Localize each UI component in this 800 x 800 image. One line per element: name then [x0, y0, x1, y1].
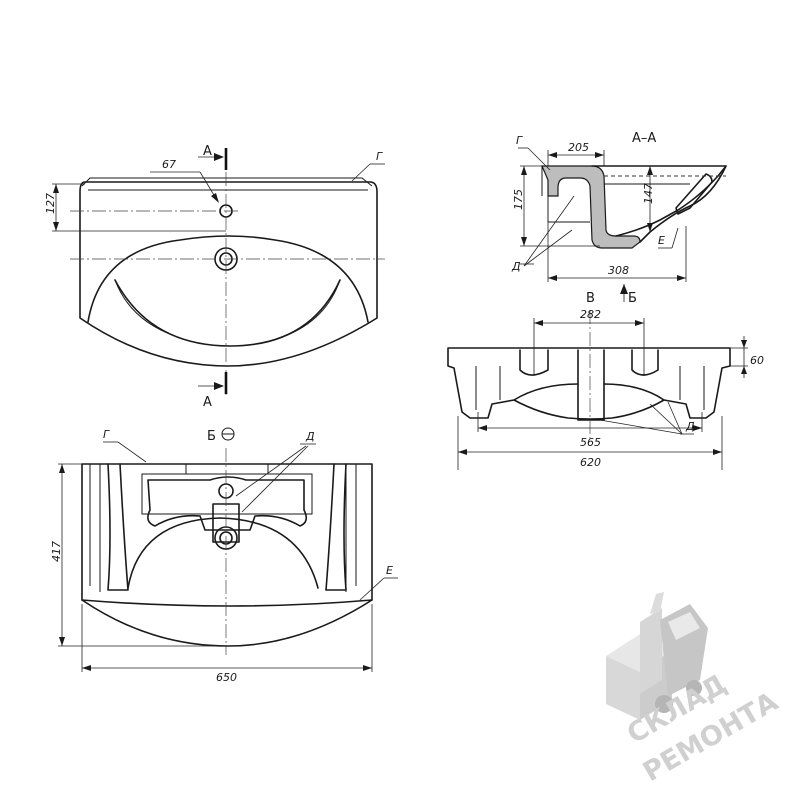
section-label-a-top: А [203, 144, 212, 159]
dim-417: 417 [50, 541, 63, 562]
dim-282: 282 [580, 308, 601, 321]
dim-147: 147 [642, 183, 655, 204]
side-view [447, 284, 748, 470]
section-label-a-bottom: А [203, 395, 212, 410]
dim-60: 60 [750, 354, 764, 367]
dim-175: 175 [512, 189, 525, 210]
dim-127: 127 [44, 193, 57, 214]
top-view [52, 148, 385, 395]
callout-d-front: Д [305, 430, 315, 443]
view-label-b: Б [207, 429, 216, 444]
watermark: СКЛАД РЕМОНТА [606, 592, 783, 788]
view-label-b-side: Б [628, 291, 637, 306]
dim-650: 650 [216, 671, 237, 684]
dim-67: 67 [162, 158, 176, 171]
callout-e-section: Е [658, 234, 665, 247]
dim-565: 565 [580, 436, 601, 449]
section-view [518, 147, 727, 282]
side-view-labels: В Б 282 60 565 620 Д [580, 291, 764, 469]
dim-620: 620 [580, 456, 601, 469]
callout-d-side: Д [685, 420, 695, 433]
section-title: А–А [632, 131, 656, 146]
dim-205: 205 [568, 141, 589, 154]
front-view [58, 427, 398, 672]
top-view-labels: А А 127 67 Г [44, 144, 383, 410]
section-view-labels: А–А 205 175 147 308 Г Д Е [511, 131, 665, 277]
callout-e-front: Е [386, 564, 393, 577]
callout-g-top: Г [376, 150, 383, 163]
forklift-icon [606, 592, 708, 720]
view-label-v: В [586, 291, 595, 306]
callout-g-section: Г [516, 134, 523, 147]
callout-d-section: Д [511, 260, 521, 273]
dim-308: 308 [608, 264, 629, 277]
front-view-labels: Б 417 650 Г Д Е [50, 428, 393, 684]
callout-g-front: Г [103, 428, 110, 441]
